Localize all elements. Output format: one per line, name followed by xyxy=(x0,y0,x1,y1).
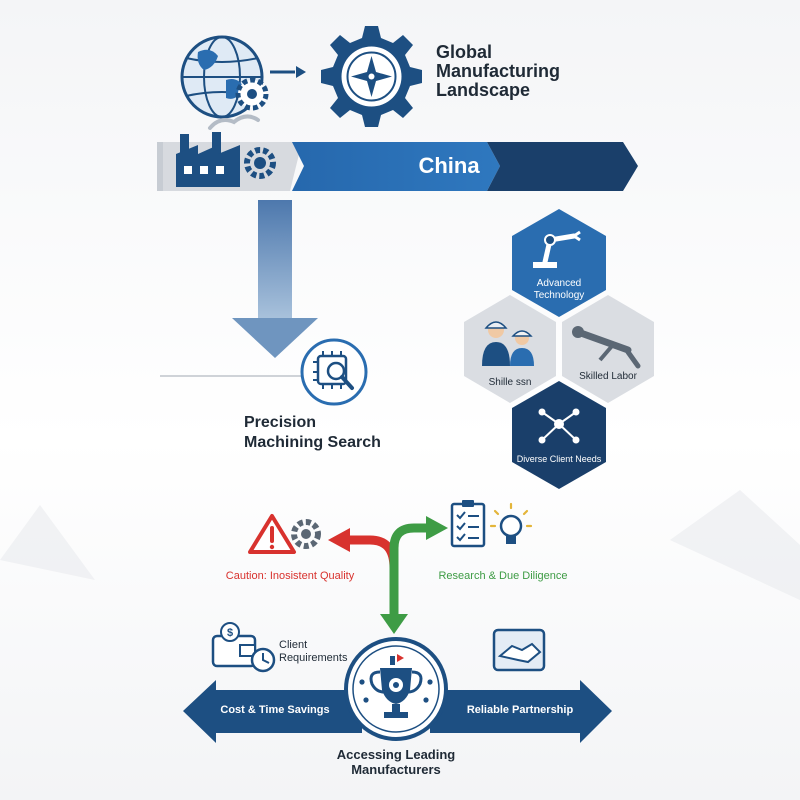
right-arrow-icon xyxy=(270,66,306,78)
handshake-icon xyxy=(492,628,546,672)
warning-icon xyxy=(248,514,296,554)
checklist-icon xyxy=(450,500,486,548)
header-title-line2: Manufacturing xyxy=(436,61,560,81)
tools-icon xyxy=(572,326,641,369)
search-label-line2: Machining Search xyxy=(244,434,381,451)
header-title: Global Manufacturing Landscape xyxy=(436,43,560,100)
trophy-icon xyxy=(369,654,423,718)
hex-engineers xyxy=(464,295,556,403)
client-requirements-label: Client Requirements xyxy=(279,639,347,665)
network-icon xyxy=(538,408,580,444)
accessing-manufacturers-line2: Manufacturers xyxy=(351,762,441,777)
header-title-line3: Landscape xyxy=(436,80,531,100)
hex-label-diverse-client-needs: Diverse Client Needs xyxy=(516,454,602,464)
banner-label: China xyxy=(418,153,480,178)
compass-gear-icon xyxy=(321,26,422,127)
bottom-right-arrow xyxy=(430,680,612,743)
dollar-sign: $ xyxy=(227,627,233,639)
hex-label-advanced-technology: Advanced Technology xyxy=(512,278,606,302)
warning-gear-icon xyxy=(291,519,321,549)
engineers-icon xyxy=(482,321,534,366)
accessing-manufacturers-line1: Accessing Leading xyxy=(336,747,456,762)
caution-label: Caution: Inosistent Quality xyxy=(225,570,355,582)
hex-label-engineers: Shille ssn xyxy=(488,377,532,388)
robot-arm-icon xyxy=(533,230,581,268)
small-gear-icon xyxy=(235,77,269,111)
reliable-partnership-label: Reliable Partnership xyxy=(466,704,574,716)
caution-arrow xyxy=(328,528,399,569)
down-green-arrow xyxy=(380,596,408,634)
client-requirements-line1: Client xyxy=(279,639,308,651)
bottom-left-arrow xyxy=(183,680,362,743)
cost-savings-label: Cost & Time Savings xyxy=(220,704,330,716)
client-requirements-line2: Requirements xyxy=(279,652,348,664)
search-label-line1: Precision xyxy=(244,414,317,431)
research-arrow xyxy=(389,516,448,600)
hex-label-advanced-technology-line1: Advanced xyxy=(536,278,582,289)
hex-label-skilled-labor: Skilled Labor xyxy=(579,371,637,382)
background-mountains xyxy=(0,490,800,600)
hex-label-advanced-technology-line2: Technology xyxy=(533,290,585,301)
gear-icon xyxy=(244,147,276,179)
chip-magnifier-icon xyxy=(300,338,368,406)
hex-advanced-technology xyxy=(512,209,606,317)
research-label: Research & Due Diligence xyxy=(438,570,568,582)
search-label: Precision Machining Search xyxy=(244,413,381,453)
star-icons xyxy=(359,679,433,703)
steam-icon xyxy=(208,114,260,130)
down-arrow xyxy=(232,200,318,358)
hex-diverse-client-needs xyxy=(512,381,606,489)
wallet-icon xyxy=(211,622,257,668)
factory-icon xyxy=(176,132,240,187)
accessing-manufacturers-label: Accessing Leading Manufacturers xyxy=(316,747,476,777)
header-title-line1: Global xyxy=(436,42,493,62)
lightbulb-icon xyxy=(489,502,533,544)
clock-icon xyxy=(250,647,276,673)
